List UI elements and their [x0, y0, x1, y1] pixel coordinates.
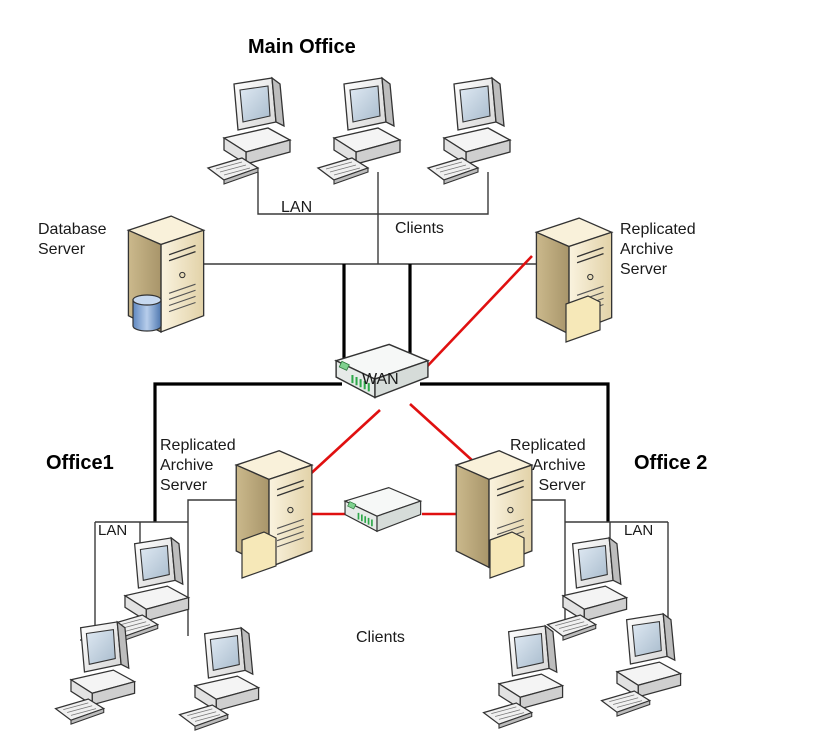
lan-label-office1: LAN [98, 522, 128, 539]
archive-folder-icon [241, 531, 277, 579]
office1-title: Office1 [46, 452, 114, 474]
database-icon [132, 294, 162, 332]
lan-label-main: LAN [281, 199, 313, 216]
desktop-computer-icon [317, 77, 401, 185]
desktop-computer-icon [427, 77, 511, 185]
desktop-computer-icon [178, 627, 260, 731]
replicated-archive-server-main [535, 217, 613, 343]
lan-label-office2: LAN [624, 522, 654, 539]
desktop-computer-icon [546, 537, 628, 641]
wan-label: WAN [362, 371, 399, 388]
office2-title: Office 2 [634, 452, 708, 474]
desktop-computer-icon [482, 625, 564, 729]
replicated-office1-label: Replicated Archive Server [160, 437, 236, 494]
replicated-archive-server-office2 [455, 450, 533, 579]
router-icon [344, 486, 422, 533]
lan-main-office [204, 172, 548, 265]
desktop-computer-icon [207, 77, 291, 185]
archive-folder-icon [565, 295, 601, 343]
desktop-computer-icon [54, 621, 136, 725]
main-office-title: Main Office [248, 36, 356, 58]
replicated-office2-label: Replicated Archive Server [510, 437, 586, 494]
wan-trunks [153, 264, 610, 522]
replicated-archive-server-office1 [235, 450, 313, 579]
clients-label-bottom: Clients [356, 629, 405, 646]
database-server-label: Database Server [38, 221, 107, 258]
archive-folder-icon [489, 531, 525, 579]
replicated-main-label: Replicated Archive Server [620, 221, 696, 278]
database-server [127, 215, 205, 333]
office1-clients [54, 537, 260, 731]
replication-links [305, 255, 533, 516]
desktop-computer-icon [600, 613, 682, 717]
clients-label-main: Clients [395, 220, 444, 237]
main-office-clients [207, 77, 511, 185]
